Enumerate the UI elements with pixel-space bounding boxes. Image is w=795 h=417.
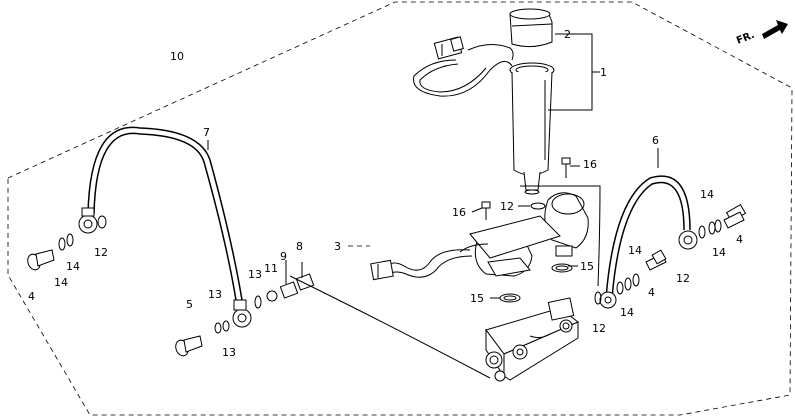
banjo-bolt [175,335,203,357]
o-ring [530,202,546,210]
hose-right [599,175,698,309]
washer-set-right [594,219,722,305]
callout-11: 11 [264,262,278,275]
bolt [481,201,491,220]
callout-14-right-1: 14 [700,188,714,201]
callout-14-right-4: 14 [620,306,634,319]
callout-6: 6 [652,134,659,147]
callouts: 2 1 10 7 6 16 16 12 3 15 15 14 4 14 14 1… [28,28,743,359]
callout-15-upper: 15 [580,260,594,273]
callout-16-upper: 16 [583,158,597,171]
fitting [279,273,315,299]
callout-16-lower: 16 [452,206,466,219]
callout-14-right-3: 14 [628,244,642,257]
callout-4-mid: 4 [648,286,655,299]
bolt [561,157,571,178]
pump-assembly [469,192,589,277]
callout-1: 1 [600,66,607,79]
callout-14-left-1: 14 [66,260,80,273]
leader-lines [207,33,659,379]
callout-12-center: 12 [500,200,514,213]
callout-7: 7 [203,126,210,139]
callout-5: 5 [186,298,193,311]
callout-13-lower: 13 [222,346,236,359]
reservoir-tank [509,8,555,195]
pump-harness [370,243,489,281]
front-label: FR. [735,30,756,47]
callout-14-left-2: 14 [54,276,68,289]
front-direction-indicator: FR. [735,20,788,47]
callout-8: 8 [296,240,303,253]
callout-12-left: 12 [94,246,108,259]
grommet [499,293,521,303]
callout-2: 2 [564,28,571,41]
callout-14-right-2: 14 [712,246,726,259]
callout-13-mid: 13 [208,288,222,301]
callout-3: 3 [334,240,341,253]
banjo-bolt [27,249,55,271]
callout-12-right: 12 [676,272,690,285]
callout-12-lower: 12 [592,322,606,335]
assembly-boundary [7,1,793,416]
callout-9: 9 [280,250,287,263]
washer-set-left-upper [58,215,107,251]
callout-10: 10 [170,50,184,63]
valve-body [485,297,579,382]
sensor-harness [413,36,514,97]
washer-set-left-lower [214,290,278,334]
front-arrow-icon [762,20,788,39]
callout-13-upper: 13 [248,268,262,281]
callout-15-lower: 15 [470,292,484,305]
callout-4-left: 4 [28,290,35,303]
hose-left [78,126,252,328]
banjo-bolt [645,249,667,271]
banjo-bolt [723,203,747,229]
callout-4-right: 4 [736,233,743,246]
